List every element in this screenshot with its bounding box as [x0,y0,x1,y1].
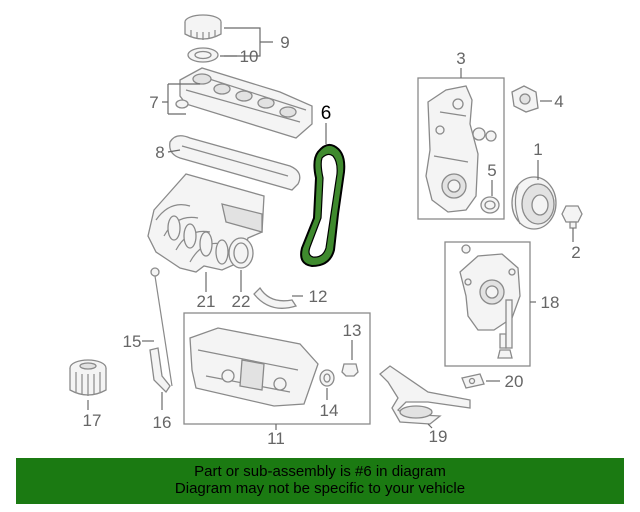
diagram-notice-banner: Part or sub-assembly is #6 in diagram Di… [16,458,624,504]
callout-15[interactable]: 15 [123,332,142,351]
callout-13[interactable]: 13 [343,321,362,340]
parts-diagram: 1 2 3 4 5 6 7 8 9 10 11 12 13 14 15 16 1… [69,14,583,448]
cap-seal[interactable] [187,47,219,63]
oil-filler-cap[interactable] [184,14,222,40]
notice-part-line: Part or sub-assembly is #6 in diagram [194,463,446,480]
valve-cover[interactable] [175,67,313,139]
callout-6[interactable]: 6 [321,103,332,124]
oil-seal[interactable] [480,196,500,214]
intake-manifold[interactable] [147,173,265,273]
callout-21[interactable]: 21 [197,292,216,311]
callout-20[interactable]: 20 [505,372,524,391]
callout-1[interactable]: 1 [533,140,542,159]
baffle-plate[interactable] [253,286,298,309]
callout-5[interactable]: 5 [487,161,496,180]
leader-lines [87,27,574,430]
callout-12[interactable]: 12 [309,287,328,306]
oil-pan-drain-bolt[interactable] [341,363,359,377]
callout-14[interactable]: 14 [320,401,339,420]
timing-chain-highlighted[interactable] [300,143,346,268]
callout-7[interactable]: 7 [149,93,158,112]
crankshaft-pulley[interactable] [511,176,557,230]
callout-labels: 1 2 3 4 5 6 7 8 9 10 11 12 13 14 15 16 1… [83,33,581,448]
throttle-body-gasket[interactable] [228,237,254,269]
head-cover-gasket[interactable] [169,135,301,191]
chain-case-seal-small[interactable] [472,127,497,142]
callout-9[interactable]: 9 [280,33,289,52]
oil-pump-box [444,241,531,367]
callout-18[interactable]: 18 [541,293,560,312]
callout-16[interactable]: 16 [153,413,172,432]
oil-pump[interactable] [459,244,521,359]
strainer-gasket[interactable] [461,373,485,389]
oil-pan-box [183,312,371,425]
callout-3[interactable]: 3 [456,49,465,68]
oil-filter[interactable] [69,359,107,396]
callout-10[interactable]: 10 [240,47,259,66]
engine-mount-bracket[interactable] [511,85,539,113]
callout-17[interactable]: 17 [83,411,102,430]
callout-19[interactable]: 19 [429,427,448,446]
drain-washer[interactable] [319,369,335,387]
timing-chain-case[interactable] [425,85,479,213]
oil-dipstick[interactable] [150,267,173,387]
oil-strainer[interactable] [379,365,471,425]
dipstick-guide[interactable] [149,347,171,394]
pulley-bolt[interactable] [561,205,583,229]
callout-22[interactable]: 22 [232,292,251,311]
notice-disclaimer-line: Diagram may not be specific to your vehi… [174,480,466,497]
oil-pan[interactable] [189,327,319,407]
callout-2[interactable]: 2 [571,243,580,262]
callout-8[interactable]: 8 [155,143,164,162]
callout-11[interactable]: 11 [267,429,285,448]
callout-4[interactable]: 4 [554,92,563,111]
